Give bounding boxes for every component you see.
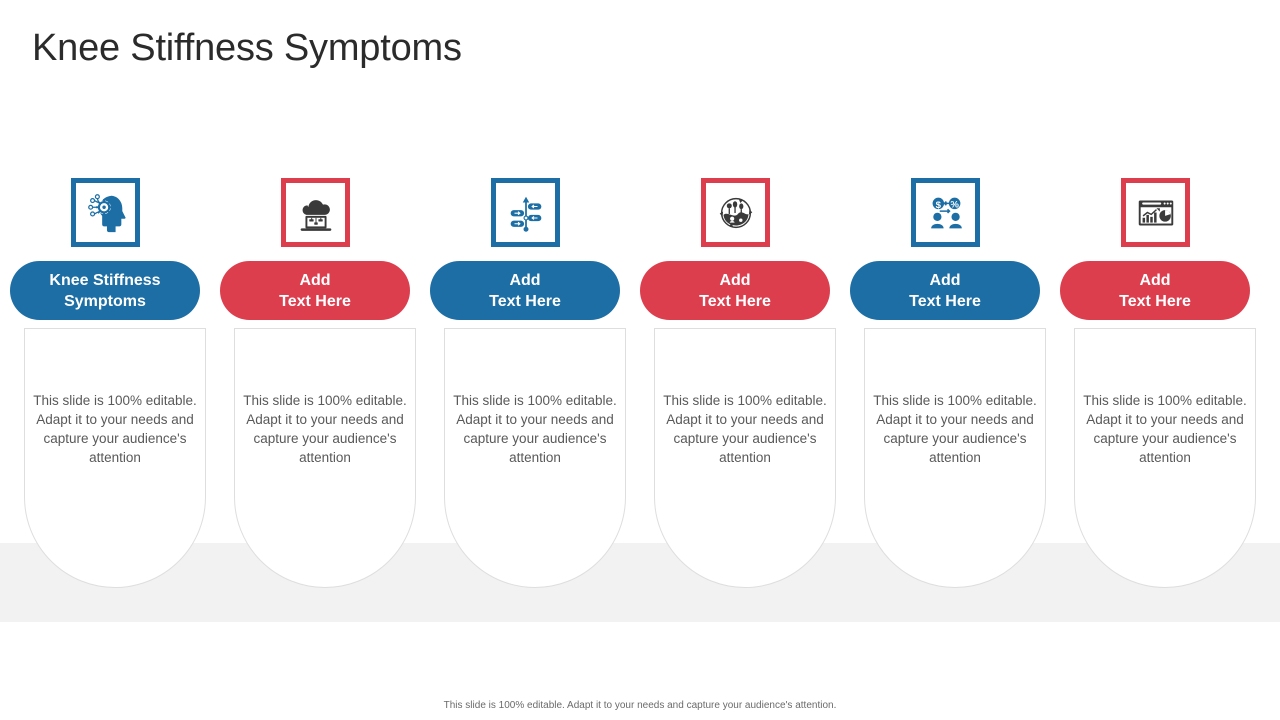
pill-label-1[interactable]: Knee Stiffness Symptoms bbox=[10, 261, 200, 320]
icon-frame-4[interactable] bbox=[701, 178, 770, 247]
pill-label-3[interactable]: Add Text Here bbox=[430, 261, 620, 320]
content-card[interactable]: This slide is 100% editable. Adapt it to… bbox=[24, 328, 206, 588]
card-body-text: This slide is 100% editable. Adapt it to… bbox=[33, 393, 197, 465]
icon-frame-6[interactable] bbox=[1121, 178, 1190, 247]
card-body-text: This slide is 100% editable. Adapt it to… bbox=[663, 393, 827, 465]
pill-label-text: Add Text Here bbox=[699, 271, 771, 310]
pill-label-4[interactable]: Add Text Here bbox=[640, 261, 830, 320]
pill-label-2[interactable]: Add Text Here bbox=[220, 261, 410, 320]
content-card[interactable]: This slide is 100% editable. Adapt it to… bbox=[444, 328, 626, 588]
timeline-roadmap-icon bbox=[503, 190, 549, 236]
column-1: This slide is 100% editable. Adapt it to… bbox=[10, 0, 220, 720]
content-card[interactable]: This slide is 100% editable. Adapt it to… bbox=[864, 328, 1046, 588]
column-2: This slide is 100% editable. Adapt it to… bbox=[220, 0, 430, 720]
head-gear-icon bbox=[83, 190, 129, 236]
card-body-text: This slide is 100% editable. Adapt it to… bbox=[873, 393, 1037, 465]
pill-label-text: Knee Stiffness Symptoms bbox=[49, 271, 161, 310]
column-5: This slide is 100% editable. Adapt it to… bbox=[850, 0, 1060, 720]
global-team-circle-icon bbox=[713, 190, 759, 236]
money-exchange-people-icon: $ % bbox=[923, 190, 969, 236]
column-3: This slide is 100% editable. Adapt it to… bbox=[430, 0, 640, 720]
background-band bbox=[0, 543, 1280, 622]
icon-frame-1[interactable] bbox=[71, 178, 140, 247]
cloud-laptop-icon bbox=[293, 190, 339, 236]
icon-frame-2[interactable] bbox=[281, 178, 350, 247]
column-6: This slide is 100% editable. Adapt it to… bbox=[1060, 0, 1270, 720]
svg-text:%: % bbox=[950, 199, 959, 210]
content-card[interactable]: This slide is 100% editable. Adapt it to… bbox=[1074, 328, 1256, 588]
pill-label-5[interactable]: Add Text Here bbox=[850, 261, 1040, 320]
pill-label-text: Add Text Here bbox=[909, 271, 981, 310]
pill-label-text: Add Text Here bbox=[1119, 271, 1191, 310]
card-body-text: This slide is 100% editable. Adapt it to… bbox=[453, 393, 617, 465]
icon-frame-5[interactable]: $ % bbox=[911, 178, 980, 247]
footer-note: This slide is 100% editable. Adapt it to… bbox=[443, 700, 837, 711]
svg-text:$: $ bbox=[935, 199, 941, 210]
pill-label-6[interactable]: Add Text Here bbox=[1060, 261, 1250, 320]
content-card[interactable]: This slide is 100% editable. Adapt it to… bbox=[654, 328, 836, 588]
analytics-dashboard-icon bbox=[1133, 190, 1179, 236]
card-body-text: This slide is 100% editable. Adapt it to… bbox=[243, 393, 407, 465]
icon-frame-3[interactable] bbox=[491, 178, 560, 247]
page-title: Knee Stiffness Symptoms bbox=[32, 27, 462, 69]
column-4: This slide is 100% editable. Adapt it to… bbox=[640, 0, 850, 720]
pill-label-text: Add Text Here bbox=[279, 271, 351, 310]
card-body-text: This slide is 100% editable. Adapt it to… bbox=[1083, 393, 1247, 465]
content-card[interactable]: This slide is 100% editable. Adapt it to… bbox=[234, 328, 416, 588]
pill-label-text: Add Text Here bbox=[489, 271, 561, 310]
